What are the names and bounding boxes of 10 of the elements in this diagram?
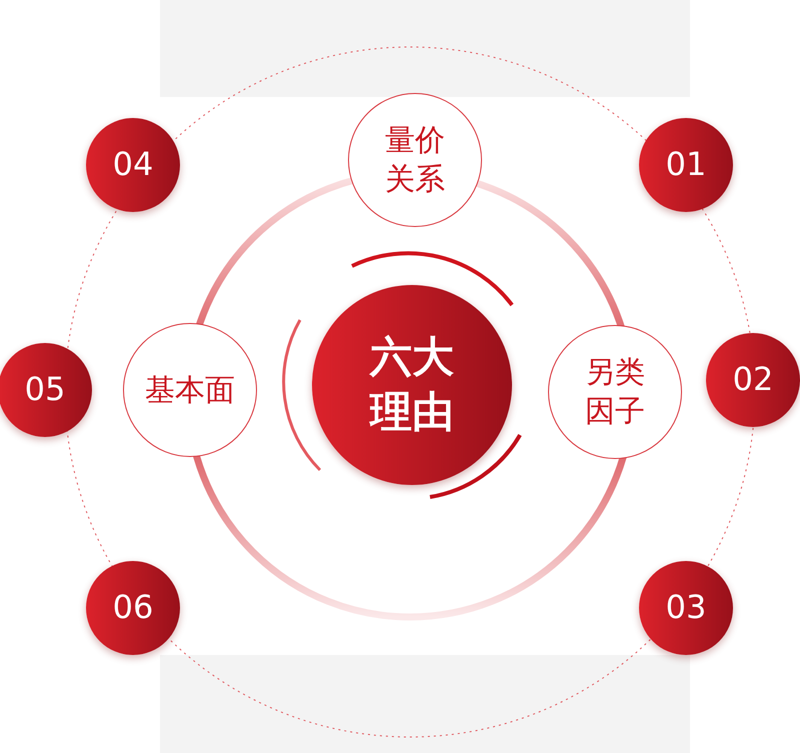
number-circle: 01	[639, 118, 733, 212]
center-circle: 六大理由	[312, 285, 512, 485]
number-circle: 04	[86, 118, 180, 212]
topic-circle: 基本面	[123, 323, 257, 457]
topic-circle: 量价关系	[348, 93, 482, 227]
number-circle: 02	[706, 333, 800, 427]
number-circle: 06	[86, 561, 180, 655]
number-circle: 03	[639, 561, 733, 655]
number-circle: 05	[0, 343, 92, 437]
topic-circle: 另类因子	[548, 325, 682, 459]
